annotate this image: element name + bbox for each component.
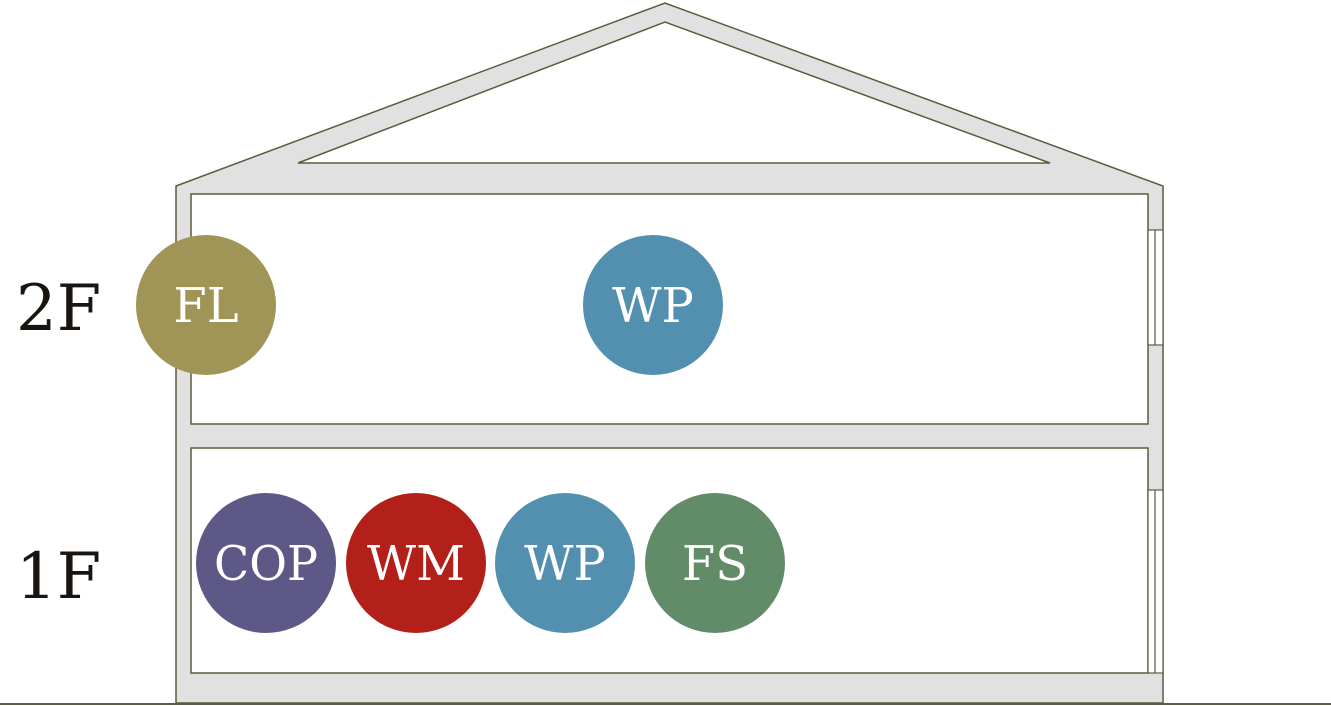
floor-label-1f: 1F: [16, 540, 101, 614]
window-1f: [1147, 489, 1164, 674]
badge-wp-2f-label: WP: [612, 278, 694, 334]
floor-label-2f: 2F: [16, 272, 101, 346]
badge-cop-circle: [196, 493, 336, 633]
badge-cop: COP: [196, 493, 336, 633]
badge-wp-1f-label: WP: [524, 536, 606, 592]
badge-wp-1f-circle: [495, 493, 635, 633]
badge-wp-1f: WP: [495, 493, 635, 633]
badge-wp-2f: WP: [583, 235, 723, 375]
badge-wm-label: WM: [367, 536, 465, 592]
badge-wm: WM: [346, 493, 486, 633]
badge-wp-2f-circle: [583, 235, 723, 375]
window-2f: [1147, 229, 1164, 346]
badge-fl: FL: [136, 235, 276, 375]
badge-fs-circle: [645, 493, 785, 633]
badge-wm-circle: [346, 493, 486, 633]
badge-fs-label: FS: [682, 536, 748, 592]
badge-fs: FS: [645, 493, 785, 633]
badge-fl-label: FL: [173, 278, 238, 334]
attic-space: [297, 21, 1051, 164]
badge-cop-label: COP: [214, 536, 318, 592]
badge-fl-circle: [136, 235, 276, 375]
